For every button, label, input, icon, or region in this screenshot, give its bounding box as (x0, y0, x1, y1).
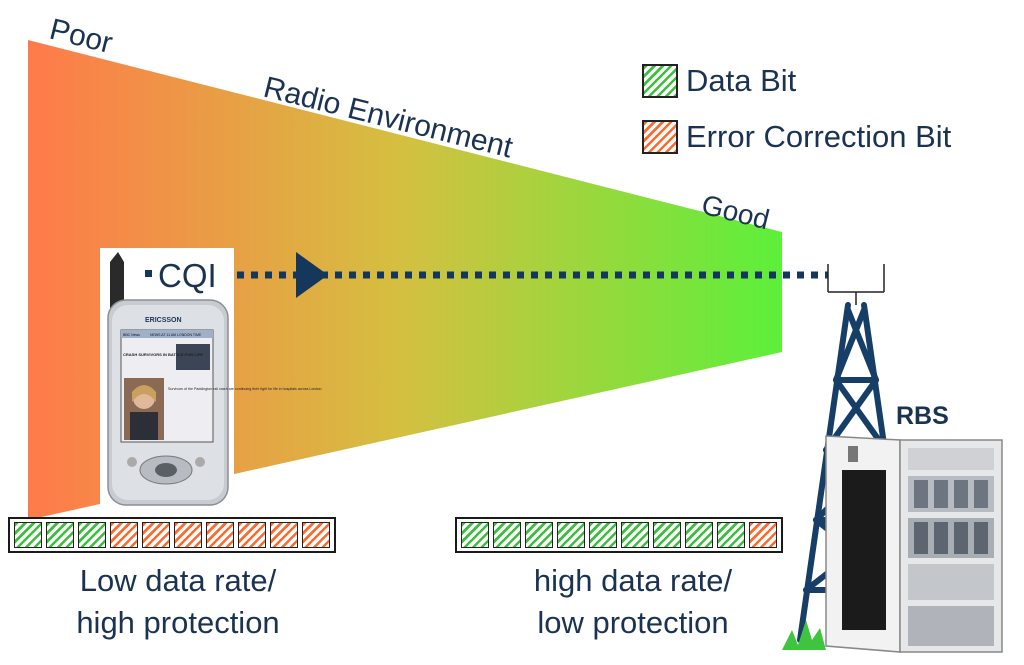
low-rate-error-correction-bit (270, 522, 298, 548)
legend-data-bit-swatch (642, 64, 678, 98)
low-rate-caption-line2: high protection (76, 604, 280, 640)
high-rate-data-bit (717, 522, 745, 548)
grass (782, 620, 826, 650)
low-rate-caption-line1: Low data rate/ (79, 563, 277, 598)
low-rate-error-correction-bit (110, 522, 138, 548)
cqi-label: CQI (158, 257, 217, 294)
legend-error-bit-swatch (642, 120, 678, 154)
high-rate-data-bit (589, 522, 617, 548)
rbs-label: RBS (896, 402, 949, 430)
low-rate-bit-block (8, 517, 336, 553)
phone-screen-headline: CRASH SURVIVORS IN BATTLE FOR LIFE (123, 352, 203, 357)
high-rate-caption-line2: low protection (537, 604, 729, 640)
phone-screen-body: Survivors of the Paddington rail crash a… (168, 387, 322, 391)
cqi-dot (145, 270, 152, 277)
low-rate-error-correction-bit (174, 522, 202, 548)
high-rate-data-bit (685, 522, 713, 548)
low-rate-data-bit (14, 522, 42, 548)
low-rate-data-bit (78, 522, 106, 548)
antenna (827, 264, 885, 305)
legend-error-bit-label: Error Correction Bit (686, 119, 952, 154)
legend-error-correction-bit: Error Correction Bit (642, 119, 951, 155)
low-rate-error-correction-bit (238, 522, 266, 548)
high-rate-data-bit (653, 522, 681, 548)
phone-brand-label: ERICSSON (145, 317, 182, 324)
high-rate-caption-line1: high data rate/ (533, 563, 733, 598)
phone-screen-topbar: NEWS AT 11 AM LONDON TIME (150, 333, 202, 337)
low-rate-caption: Low data rate/ high protection (20, 560, 336, 644)
phone-screen-channel: BBC News (123, 333, 140, 337)
rbs-cabinet (825, 435, 1003, 653)
high-rate-caption: high data rate/ low protection (470, 560, 796, 644)
low-rate-data-bit (46, 522, 74, 548)
high-rate-data-bit (461, 522, 489, 548)
high-rate-error-correction-bit (749, 522, 777, 548)
high-rate-data-bit (525, 522, 553, 548)
low-rate-error-correction-bit (302, 522, 330, 548)
low-rate-error-correction-bit (142, 522, 170, 548)
high-rate-data-bit (493, 522, 521, 548)
legend-data-bit-label: Data Bit (686, 63, 797, 98)
mobile-phone: ERICSSON NEWS AT 11 AM LONDON TIME BBC N… (100, 248, 322, 516)
high-rate-data-bit (621, 522, 649, 548)
high-rate-data-bit (557, 522, 585, 548)
cqi-arrowhead (296, 252, 328, 298)
high-rate-bit-block (455, 517, 783, 553)
legend-data-bit: Data Bit (642, 63, 796, 99)
low-rate-error-correction-bit (206, 522, 234, 548)
